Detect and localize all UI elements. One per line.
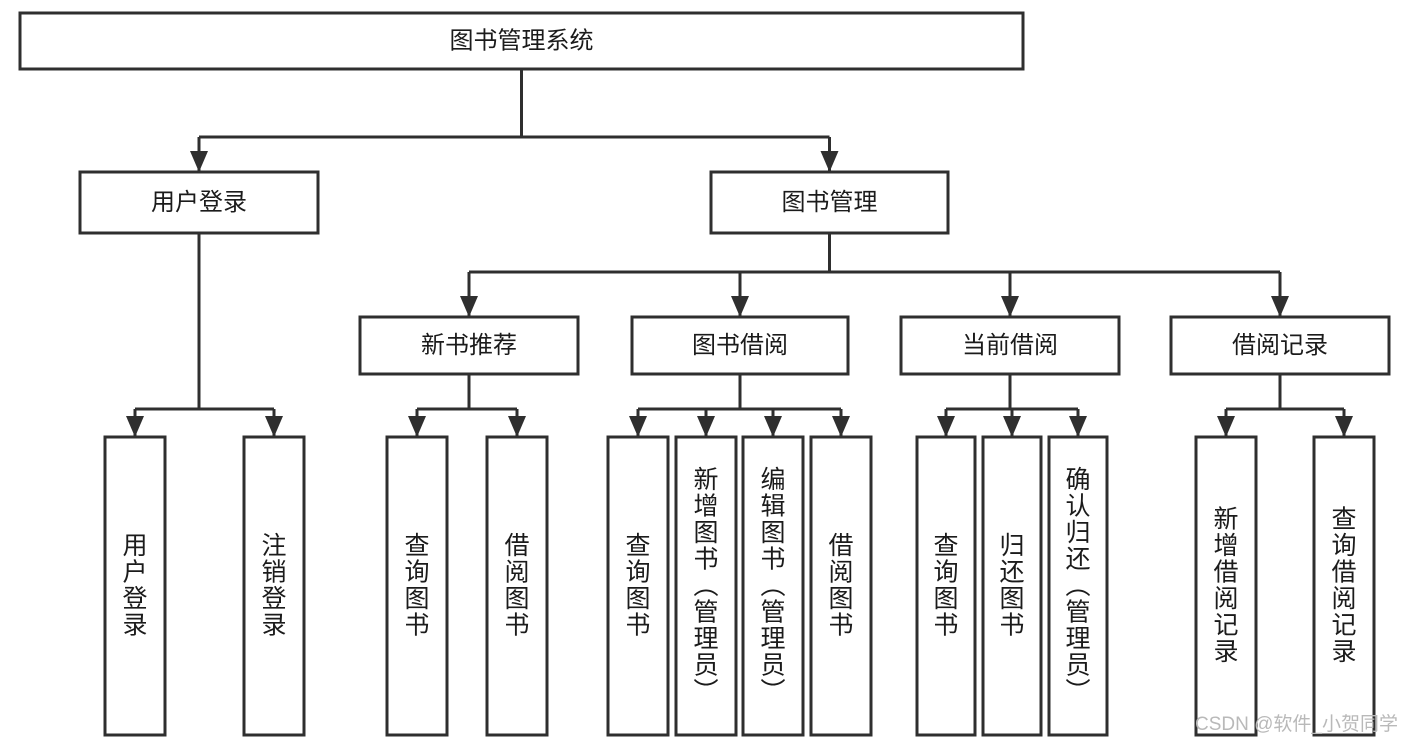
node-leaf-add-book-admin-box[interactable] <box>674 435 738 737</box>
node-book-borrow-label: 图书借阅 <box>692 332 788 359</box>
arrowhead-to-leaf-query-book-borrow <box>629 416 647 437</box>
arrowhead-to-leaf-borrow-book <box>832 416 850 437</box>
node-root[interactable]: 图书管理系统 <box>18 11 1025 71</box>
arrowhead-to-leaf-query-book-rec <box>408 416 426 437</box>
node-book-management[interactable]: 图书管理 <box>709 170 950 235</box>
node-leaf-query-book-rec-label: 查询图书 <box>404 532 429 640</box>
node-leaf-edit-book-admin[interactable]: 编辑图书︵管理员︶ <box>741 435 805 737</box>
node-book-borrow[interactable]: 图书借阅 <box>630 315 850 376</box>
node-root-label: 图书管理系统 <box>450 27 594 54</box>
node-user-login-box[interactable] <box>78 170 320 235</box>
node-new-book-recommend[interactable]: 新书推荐 <box>358 315 580 376</box>
node-borrow-record-label: 借阅记录 <box>1232 332 1328 359</box>
node-leaf-user-login[interactable]: 用户登录 <box>103 435 167 737</box>
node-leaf-user-login-box[interactable] <box>103 435 167 737</box>
arrowhead-to-leaf-logout-login <box>265 416 283 437</box>
node-root-box[interactable] <box>18 11 1025 71</box>
node-current-borrow-box[interactable] <box>899 315 1121 376</box>
node-leaf-query-book-borrow[interactable]: 查询图书 <box>606 435 670 737</box>
arrowhead-to-leaf-query-borrow-record <box>1335 416 1353 437</box>
node-borrow-record[interactable]: 借阅记录 <box>1169 315 1391 376</box>
node-user-login-label: 用户登录 <box>151 189 247 216</box>
node-leaf-query-borrow-record[interactable]: 查询借阅记录 <box>1312 435 1376 737</box>
arrowhead-to-leaf-user-login <box>126 416 144 437</box>
node-leaf-return-book[interactable]: 归还图书 <box>981 435 1043 737</box>
node-leaf-borrow-book-rec-box[interactable] <box>485 435 549 737</box>
node-leaf-add-borrow-record-box[interactable] <box>1194 435 1258 737</box>
node-leaf-query-book-borrow-label: 查询图书 <box>625 532 650 640</box>
arrowhead-to-book-management <box>820 151 839 172</box>
node-book-management-label: 图书管理 <box>782 189 878 216</box>
arrowhead-to-leaf-add-book-admin <box>697 416 715 437</box>
arrowhead-to-current-borrow <box>1001 296 1019 317</box>
node-leaf-borrow-book[interactable]: 借阅图书 <box>809 435 873 737</box>
node-leaf-query-book-rec[interactable]: 查询图书 <box>385 435 449 737</box>
watermark-label: CSDN @软件_小贺同学 <box>1195 713 1398 735</box>
arrowhead-to-leaf-confirm-return-admin <box>1069 416 1087 437</box>
node-leaf-return-book-label: 归还图书 <box>999 532 1024 640</box>
arrowhead-to-new-book-recommend <box>460 296 478 317</box>
connector-layer <box>126 69 1353 437</box>
node-leaf-logout-login[interactable]: 注销登录 <box>242 435 306 737</box>
node-new-book-recommend-label: 新书推荐 <box>421 332 517 359</box>
node-leaf-query-book-rec-box[interactable] <box>385 435 449 737</box>
node-leaf-query-borrow-record-box[interactable] <box>1312 435 1376 737</box>
node-current-borrow[interactable]: 当前借阅 <box>899 315 1121 376</box>
node-leaf-borrow-book-rec-label: 借阅图书 <box>504 532 529 640</box>
arrowhead-to-leaf-return-book <box>1003 416 1021 437</box>
arrowhead-to-leaf-edit-book-admin <box>764 416 782 437</box>
node-leaf-query-book-current-box[interactable] <box>915 435 977 737</box>
node-leaf-query-book-borrow-box[interactable] <box>606 435 670 737</box>
node-layer: 图书管理系统用户登录图书管理新书推荐图书借阅当前借阅借阅记录用户登录注销登录查询… <box>18 11 1391 737</box>
arrowhead-to-borrow-record <box>1271 296 1289 317</box>
node-leaf-borrow-book-rec[interactable]: 借阅图书 <box>485 435 549 737</box>
node-book-management-box[interactable] <box>709 170 950 235</box>
node-new-book-recommend-box[interactable] <box>358 315 580 376</box>
arrowhead-to-book-borrow <box>731 296 749 317</box>
node-leaf-add-book-admin-label: 新增图书︵管理员︶ <box>693 466 718 706</box>
node-leaf-add-book-admin[interactable]: 新增图书︵管理员︶ <box>674 435 738 737</box>
node-leaf-edit-book-admin-label: 编辑图书︵管理员︶ <box>760 466 785 706</box>
node-book-borrow-box[interactable] <box>630 315 850 376</box>
node-leaf-query-book-current[interactable]: 查询图书 <box>915 435 977 737</box>
node-leaf-user-login-label: 用户登录 <box>122 532 147 640</box>
node-leaf-query-borrow-record-label: 查询借阅记录 <box>1331 506 1356 667</box>
node-leaf-logout-login-box[interactable] <box>242 435 306 737</box>
node-user-login[interactable]: 用户登录 <box>78 170 320 235</box>
node-leaf-confirm-return-admin[interactable]: 确认归还︵管理员︶ <box>1047 435 1109 737</box>
node-leaf-edit-book-admin-box[interactable] <box>741 435 805 737</box>
arrowhead-to-user-login <box>190 151 208 172</box>
arrowhead-to-leaf-query-book-current <box>937 416 955 437</box>
node-current-borrow-label: 当前借阅 <box>962 332 1058 359</box>
node-leaf-query-book-current-label: 查询图书 <box>933 532 958 640</box>
node-borrow-record-box[interactable] <box>1169 315 1391 376</box>
node-leaf-add-borrow-record[interactable]: 新增借阅记录 <box>1194 435 1258 737</box>
node-leaf-add-borrow-record-label: 新增借阅记录 <box>1213 506 1238 667</box>
node-leaf-return-book-box[interactable] <box>981 435 1043 737</box>
arrowhead-to-leaf-add-borrow-record <box>1217 416 1235 437</box>
arrowhead-to-leaf-borrow-book-rec <box>508 416 526 437</box>
node-leaf-borrow-book-label: 借阅图书 <box>828 532 853 640</box>
node-leaf-confirm-return-admin-box[interactable] <box>1047 435 1109 737</box>
node-leaf-logout-login-label: 注销登录 <box>261 532 286 640</box>
node-leaf-borrow-book-box[interactable] <box>809 435 873 737</box>
node-leaf-confirm-return-admin-label: 确认归还︵管理员︶ <box>1065 466 1090 706</box>
